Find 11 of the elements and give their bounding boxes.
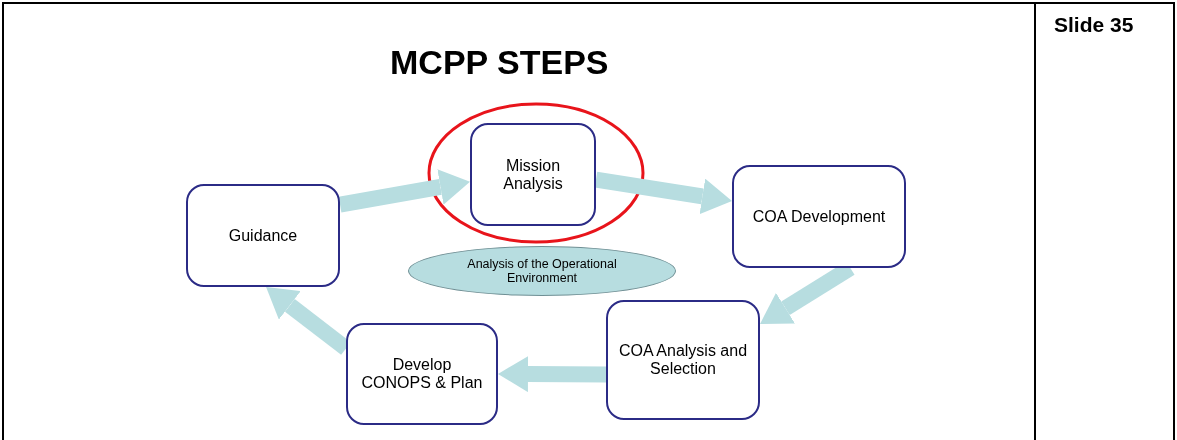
process-box: Mission Analysis [470, 123, 596, 226]
block-arrow [338, 169, 470, 213]
title: MCPP STEPS [390, 42, 609, 82]
process-box: Guidance [186, 184, 340, 287]
slide-number: Slide 35 [1054, 12, 1134, 38]
process-box: Develop CONOPS & Plan [346, 323, 498, 425]
process-ellipse: Analysis of the Operational Environment [408, 246, 676, 296]
block-arrow [594, 171, 732, 215]
process-box: COA Development [732, 165, 906, 268]
block-arrow [498, 356, 607, 393]
process-box: COA Analysis and Selection [606, 300, 760, 420]
